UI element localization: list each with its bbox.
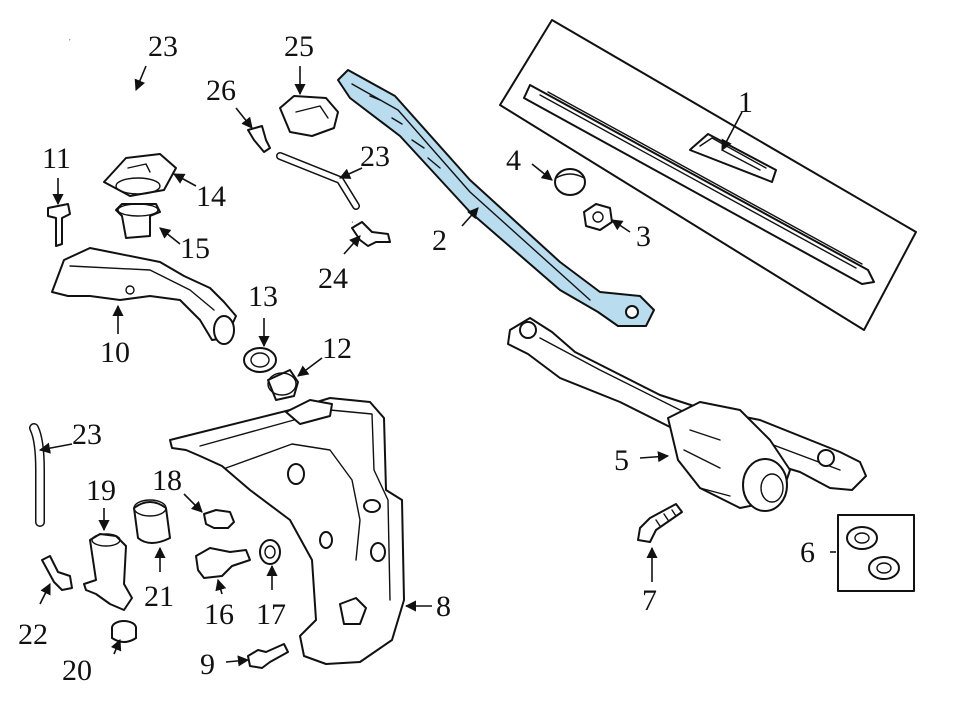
reservoir-bolt[interactable] [247, 643, 289, 669]
arm-nut[interactable] [583, 203, 613, 231]
callout-3: 3 [636, 220, 651, 253]
filler-adapter-15[interactable] [115, 203, 161, 239]
connector-24[interactable] [351, 221, 391, 247]
callout-23-b: 23 [360, 140, 390, 173]
callout-21: 21 [144, 580, 174, 613]
screw-11[interactable] [47, 203, 71, 247]
callout-11: 11 [42, 142, 71, 175]
blade-adapter [689, 133, 777, 183]
grommet-kit[interactable] [837, 514, 915, 592]
hose-23-left[interactable] [29, 423, 45, 527]
callout-7: 7 [642, 584, 657, 617]
callout-12: 12 [322, 332, 352, 365]
callout-8: 8 [436, 590, 451, 623]
valve-25[interactable] [279, 95, 339, 137]
grommet-20[interactable] [111, 620, 137, 643]
callout-23-a: 23 [148, 30, 178, 63]
wiper-arm-group[interactable] [337, 69, 655, 327]
grommet-12[interactable] [267, 369, 299, 401]
seal-ring-13[interactable] [243, 347, 277, 373]
washer-pump-19[interactable] [83, 533, 133, 611]
callout-9: 9 [200, 648, 215, 681]
filler-cap-14[interactable] [103, 153, 177, 197]
callout-labels: 1 2 3 4 5 6 7 8 9 10 11 12 13 14 15 16 1… [18, 30, 815, 687]
fitting-26[interactable] [247, 125, 271, 153]
arm-cap[interactable] [554, 168, 586, 196]
callout-25: 25 [284, 30, 314, 63]
hose-23-upper[interactable] [69, 38, 353, 224]
callout-4: 4 [506, 144, 521, 177]
callout-13: 13 [248, 280, 278, 313]
callout-19: 19 [86, 474, 116, 507]
callout-16: 16 [204, 598, 234, 631]
hose-23-mid[interactable] [276, 152, 360, 210]
washer-reservoir[interactable] [169, 397, 405, 665]
plug-18[interactable] [203, 509, 235, 529]
callout-10: 10 [100, 336, 130, 369]
filler-neck-bracket[interactable] [51, 247, 237, 345]
callout-2: 2 [432, 224, 447, 257]
wiper-arm[interactable] [337, 69, 655, 327]
level-sensor-16[interactable] [195, 547, 251, 579]
callout-6: 6 [800, 536, 815, 569]
wiper-linkage-motor[interactable] [507, 317, 867, 512]
callout-14: 14 [196, 180, 226, 213]
callout-22: 22 [18, 618, 48, 651]
callout-26: 26 [206, 74, 236, 107]
callout-18: 18 [152, 464, 182, 497]
leaders [38, 65, 836, 667]
callout-20: 20 [62, 654, 92, 687]
motor-bolt[interactable] [637, 503, 683, 543]
callout-5: 5 [614, 444, 629, 477]
callout-17: 17 [256, 598, 286, 631]
wiper-blade-group[interactable] [499, 19, 917, 331]
pump-grommet-21[interactable] [133, 499, 171, 544]
callout-23-c: 23 [72, 418, 102, 451]
callout-15: 15 [180, 232, 210, 265]
callout-1: 1 [738, 86, 753, 119]
sensor-grommet-17[interactable] [259, 539, 281, 565]
callout-24: 24 [318, 262, 348, 295]
nozzle-22[interactable] [41, 555, 73, 591]
